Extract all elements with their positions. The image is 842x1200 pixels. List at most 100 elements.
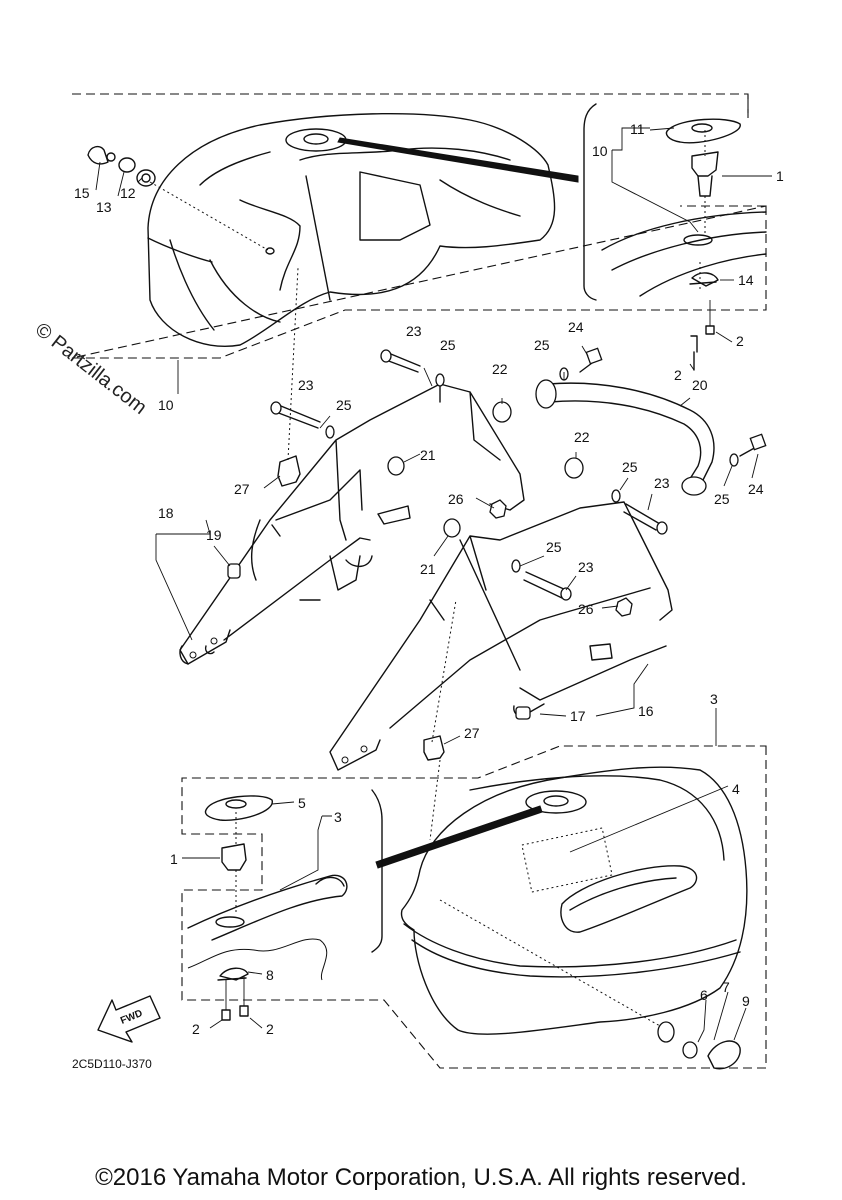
detail-bag-surface-lower <box>187 874 348 941</box>
callout-8: 8 <box>266 967 274 983</box>
callout-3-right: 3 <box>710 691 718 707</box>
callout-11: 11 <box>630 121 645 137</box>
cap-17 <box>515 706 531 720</box>
washer-25-f <box>729 453 739 467</box>
grommet-part-6 <box>657 1021 675 1043</box>
washer-25-d <box>611 489 621 503</box>
callout-2-upper-left: 2 <box>674 367 682 383</box>
callout-6: 6 <box>700 987 708 1003</box>
callout-5: 5 <box>298 795 306 811</box>
detail-pointer-upper <box>337 137 579 183</box>
lock-cylinder-part-13 <box>118 157 136 173</box>
detail-bag-surface <box>601 211 767 297</box>
callout-25-e: 25 <box>714 491 730 507</box>
upper-saddlebag-group <box>71 93 767 359</box>
clip-part-14 <box>691 272 719 287</box>
callout-1-upper: 1 <box>776 168 784 184</box>
callout-24-b: 24 <box>748 481 764 497</box>
fwd-label: FWD <box>119 1008 144 1027</box>
upper-lock-detail <box>601 118 767 371</box>
upper-detail-bracket <box>583 103 597 301</box>
callout-23-a: 23 <box>406 323 422 339</box>
key-ring-part-9 <box>707 1040 741 1070</box>
lower-saddlebag-shell <box>400 766 748 1035</box>
stay-part-18 <box>179 383 525 665</box>
callout-21-a: 21 <box>420 447 436 463</box>
callout-7: 7 <box>722 979 730 995</box>
callout-10-upper: 10 <box>592 143 608 159</box>
callout-3-left: 3 <box>334 809 342 825</box>
callout-16: 16 <box>638 703 654 719</box>
callout-25-c: 25 <box>336 397 352 413</box>
callout-20: 20 <box>692 377 708 393</box>
label-area-4 <box>521 827 613 893</box>
callout-9: 9 <box>742 993 750 1009</box>
latch-part-1-upper <box>691 151 719 177</box>
lower-handle-recess <box>560 865 698 933</box>
collar-21-b <box>443 518 461 538</box>
callout-21-b: 21 <box>420 561 436 577</box>
guard-part-20 <box>547 382 715 487</box>
emblem-part-11 <box>665 118 741 144</box>
spacer-22-a <box>492 401 512 423</box>
screw-2-right-upper <box>705 325 715 335</box>
screw-2-lower-a <box>221 1009 231 1021</box>
callout-25-b: 25 <box>534 337 550 353</box>
detail-pointer-lower <box>375 805 543 869</box>
upper-lid-emblem <box>285 128 347 152</box>
callout-1-lower: 1 <box>170 851 178 867</box>
diagram-code: 2C5D110-J370 <box>72 1057 152 1071</box>
upper-saddlebag-shell <box>147 112 556 347</box>
callout-17: 17 <box>570 708 586 724</box>
callout-25-d: 25 <box>622 459 638 475</box>
latch-part-1-lower <box>221 843 247 871</box>
callout-22-a: 22 <box>492 361 508 377</box>
screw-2-lower-b <box>239 1005 249 1017</box>
bolt-23-c <box>623 503 661 531</box>
stay-part-16 <box>329 501 673 771</box>
callout-23-d: 23 <box>578 559 594 575</box>
lower-saddlebag-group <box>181 745 767 1070</box>
callout-13: 13 <box>96 199 112 215</box>
callout-leaders <box>95 127 772 1043</box>
callout-19: 19 <box>206 527 222 543</box>
screw-2-left-upper <box>690 335 698 371</box>
bolt-23-b <box>275 403 321 429</box>
callout-27-b: 27 <box>464 725 480 741</box>
washer-25-e <box>511 559 521 573</box>
lower-group-boundary <box>181 745 767 1069</box>
callout-14: 14 <box>738 272 754 288</box>
clip-27-a <box>277 455 301 487</box>
emblem-part-5 <box>204 795 273 821</box>
callout-18: 18 <box>158 505 174 521</box>
washer-25-b <box>325 425 335 439</box>
saddlebag-stay-assembly <box>179 267 767 841</box>
callout-27-a: 27 <box>234 481 250 497</box>
collar-21-a <box>387 456 405 476</box>
callout-15: 15 <box>74 185 90 201</box>
callout-26-b: 26 <box>578 601 594 617</box>
callout-25-a: 25 <box>440 337 456 353</box>
callout-24-a: 24 <box>568 319 584 335</box>
callout-23-c: 23 <box>654 475 670 491</box>
partzilla-watermark: © Partzilla.com <box>31 319 151 419</box>
callout-10-lower: 10 <box>158 397 174 413</box>
callout-2-lower-right: 2 <box>266 1021 274 1037</box>
lower-detail-bracket <box>371 789 383 953</box>
spacer-22-b <box>564 457 584 479</box>
callout-26-a: 26 <box>448 491 464 507</box>
clip-27-b <box>423 735 445 761</box>
bolt-23-a <box>385 351 421 373</box>
callout-25-f: 25 <box>546 539 562 555</box>
clip-part-8 <box>219 967 249 981</box>
washer-25-a <box>435 373 445 387</box>
lock-grommet-part-12 <box>136 169 156 187</box>
lower-lock-detail <box>187 795 348 1021</box>
nut-26-b <box>615 597 633 617</box>
fwd-arrow-icon: FWD <box>97 995 161 1043</box>
cap-19 <box>227 563 241 579</box>
callout-labels: 11 10 1 14 2 2 15 13 1 2 10 23 25 25 24 2… <box>74 121 784 1037</box>
callout-2-lower-left: 2 <box>192 1021 200 1037</box>
callout-23-b: 23 <box>298 377 314 393</box>
